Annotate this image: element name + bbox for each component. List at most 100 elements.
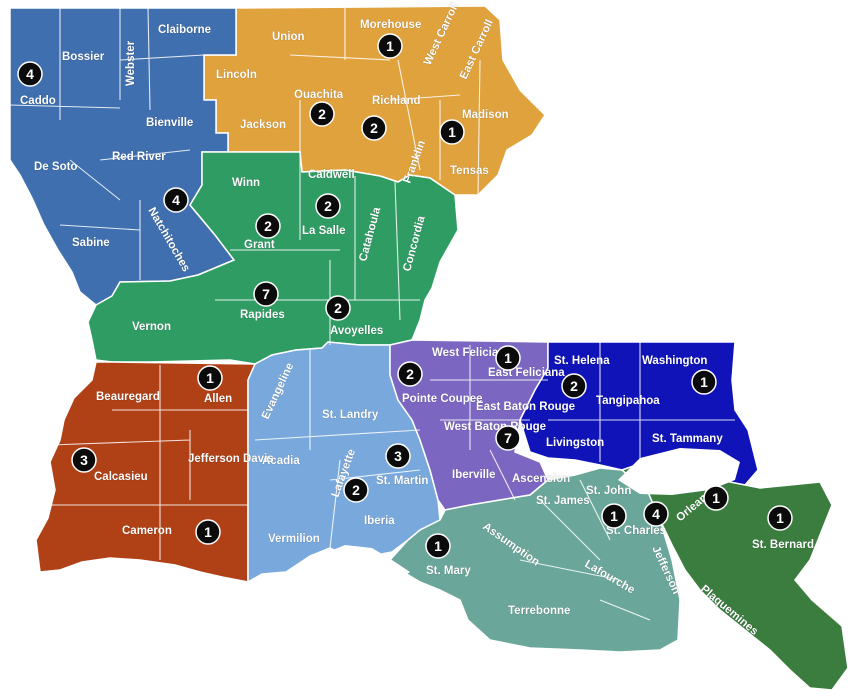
label-st-charles: St. Charles (606, 525, 666, 537)
water-features (318, 448, 740, 590)
parish-borders (9, 7, 735, 621)
svg-text:1: 1 (610, 508, 618, 524)
svg-text:1: 1 (504, 350, 512, 366)
label-tensas: Tensas (450, 165, 489, 177)
label-sabine: Sabine (72, 237, 110, 249)
label-caldwell: Caldwell (308, 169, 355, 181)
label-vermilion: Vermilion (268, 533, 320, 545)
label-iberia: Iberia (364, 515, 395, 527)
badge-rapides[interactable]: 7 (253, 281, 279, 307)
badge-pointe-coupee[interactable]: 2 (397, 361, 423, 387)
svg-text:2: 2 (370, 120, 378, 136)
badge-st-charles[interactable]: 1 (601, 503, 627, 529)
svg-text:1: 1 (712, 490, 720, 506)
label-rapides: Rapides (240, 309, 285, 321)
badge-avoyelles[interactable]: 2 (325, 295, 351, 321)
badge-caddo[interactable]: 4 (17, 61, 43, 87)
regions (9, 5, 849, 691)
svg-text:3: 3 (80, 452, 88, 468)
badge-lafayette[interactable]: 2 (343, 477, 369, 503)
label-terrebonne: Terrebonne (508, 605, 570, 617)
label-de-soto: De Soto (34, 161, 77, 173)
label-st-james: St. James (536, 495, 590, 507)
badge-east-baton-rouge[interactable]: 7 (495, 425, 521, 451)
label-jackson: Jackson (240, 119, 286, 131)
label-la-salle: La Salle (302, 225, 345, 237)
label-bienville: Bienville (146, 117, 193, 129)
label-avoyelles: Avoyelles (330, 325, 383, 337)
label-cameron: Cameron (122, 525, 172, 537)
label-west-baton-rouge: West Baton Rouge (444, 421, 546, 433)
label-ouachita: Ouachita (294, 89, 344, 101)
label-jefferson-davis: Jefferson Davis (188, 453, 274, 465)
label-acadia: Acadia (262, 455, 300, 467)
badge-allen[interactable]: 1 (197, 365, 223, 391)
badge-washington[interactable]: 1 (691, 369, 717, 395)
label-washington: Washington (642, 355, 707, 367)
badge-calcasieu[interactable]: 3 (71, 447, 97, 473)
badge-st-helena[interactable]: 2 (561, 373, 587, 399)
svg-text:7: 7 (262, 286, 270, 302)
label-st-tammany: St. Tammany (652, 433, 723, 445)
label-bossier: Bossier (62, 51, 105, 63)
label-caddo: Caddo (20, 95, 56, 107)
label-richland: Richland (372, 95, 421, 107)
gulf-inlet (318, 545, 410, 590)
label-east-baton-rouge: East Baton Rouge (476, 401, 575, 413)
svg-text:2: 2 (324, 198, 332, 214)
label-calcasieu: Calcasieu (94, 471, 148, 483)
label-pointe-coupee: Pointe Coupee (402, 393, 483, 405)
label-morehouse: Morehouse (360, 19, 421, 31)
label-st-bernard: St. Bernard (752, 539, 814, 551)
label-vernon: Vernon (132, 321, 171, 333)
label-allen: Allen (204, 393, 232, 405)
label-east-feliciana: East Feliciana (488, 367, 565, 379)
badge-natchitoches[interactable]: 4 (163, 187, 189, 213)
label-red-river: Red River (112, 151, 166, 163)
region-acadiana[interactable] (247, 341, 441, 584)
badge-east-feliciana[interactable]: 1 (495, 345, 521, 371)
label-ascension: Ascension (512, 473, 570, 485)
label-st-john: St. John (586, 485, 631, 497)
badge-st-bernard[interactable]: 1 (767, 505, 793, 531)
svg-text:1: 1 (700, 374, 708, 390)
svg-text:1: 1 (448, 124, 456, 140)
badge-madison[interactable]: 1 (439, 119, 465, 145)
svg-text:2: 2 (318, 106, 326, 122)
badge-grant[interactable]: 2 (255, 213, 281, 239)
label-winn: Winn (232, 177, 260, 189)
svg-text:4: 4 (172, 192, 180, 208)
badge-la-salle[interactable]: 2 (315, 193, 341, 219)
count-badges: 1 4 2 2 1 4 2 2 7 2 1 3 1 3 2 2 1 2 1 7 … (17, 33, 793, 559)
lake-pontchartrain (618, 448, 740, 495)
svg-text:2: 2 (334, 300, 342, 316)
badge-ouachita[interactable]: 2 (309, 101, 335, 127)
svg-text:4: 4 (26, 66, 34, 82)
svg-text:1: 1 (386, 38, 394, 54)
svg-text:7: 7 (504, 430, 512, 446)
svg-text:2: 2 (352, 482, 360, 498)
badge-orleans[interactable]: 1 (703, 485, 729, 511)
label-st-helena: St. Helena (554, 355, 610, 367)
label-st-martin: St. Martin (376, 475, 428, 487)
label-madison: Madison (462, 109, 509, 121)
badge-st-martin[interactable]: 3 (385, 443, 411, 469)
label-lincoln: Lincoln (216, 69, 257, 81)
badge-jefferson[interactable]: 4 (643, 501, 669, 527)
badge-st-mary[interactable]: 1 (425, 533, 451, 559)
label-grant: Grant (244, 239, 275, 251)
label-livingston: Livingston (546, 437, 604, 449)
label-union: Union (272, 31, 305, 43)
label-st-mary: St. Mary (426, 565, 471, 577)
badge-richland[interactable]: 2 (361, 115, 387, 141)
badge-cameron[interactable]: 1 (195, 519, 221, 545)
svg-text:2: 2 (264, 218, 272, 234)
svg-text:2: 2 (406, 366, 414, 382)
label-tangipahoa: Tangipahoa (596, 395, 660, 407)
svg-text:3: 3 (394, 448, 402, 464)
svg-text:1: 1 (204, 524, 212, 540)
badge-morehouse[interactable]: 1 (377, 33, 403, 59)
svg-text:1: 1 (776, 510, 784, 526)
label-west-feliciana: West Feliciana (432, 347, 512, 359)
